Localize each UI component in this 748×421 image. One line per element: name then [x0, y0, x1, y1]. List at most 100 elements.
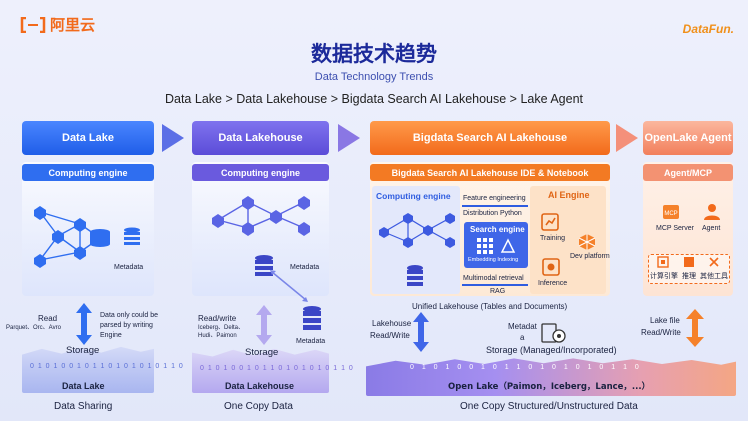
datafun-wordmark: DataFun. — [682, 22, 734, 36]
svg-text:MCP: MCP — [664, 211, 677, 217]
data-lakehouse-wave — [192, 348, 329, 393]
search-index-icon — [477, 238, 493, 254]
engine-label: Computing engine — [221, 167, 300, 178]
metadata-label: Metadata — [290, 264, 320, 271]
data-lake-header-label: Data Lake — [62, 132, 114, 144]
embedding-indexing-label: Embedding Indexing — [468, 257, 519, 263]
compute-graph-icon — [34, 206, 140, 268]
data-lakehouse-header: Data Lakehouse — [192, 121, 329, 155]
page-title: 数据技术趋势 — [311, 42, 437, 66]
inference-label: Inference — [538, 280, 568, 287]
database-icon — [407, 265, 423, 286]
data-lakehouse-label: Data Lakehouse — [225, 381, 295, 391]
one-copy-data-caption: One Copy Data — [224, 401, 293, 412]
distribution-python-label: Distribution Python — [463, 210, 522, 217]
rag-label: RAG — [490, 288, 506, 295]
compute-graph-icon — [212, 196, 310, 236]
unified-lakehouse-label: Unified Lakehouse (Tables and Documents) — [412, 302, 568, 311]
read-arrow-icon — [76, 303, 92, 345]
ai-lakehouse-header-label: Bigdata Search AI Lakehouse — [412, 132, 568, 144]
binary-stream: 0 1 0 1 0 0 1 0 1 1 0 1 0 1 0 1 0 1 1 0 — [200, 365, 354, 372]
binary-stream: 0 1 0 1 0 0 1 0 1 1 0 1 0 1 0 1 0 1 1 0 — [410, 364, 642, 371]
storage-label: Storage — [66, 345, 100, 356]
inference-tool-icon — [684, 257, 694, 267]
ide-notebook-label: Bigdata Search AI Lakehouse IDE & Notebo… — [391, 167, 589, 178]
training-icon — [541, 213, 559, 231]
ide-notebook-bar: Bigdata Search AI Lakehouse IDE & Notebo… — [370, 164, 610, 181]
read-label: Read — [38, 314, 58, 323]
agent-icon — [704, 204, 720, 220]
engine-note-3: Engine — [100, 332, 122, 339]
metadata-label-2: a — [520, 333, 525, 342]
arrow-right-icon — [616, 124, 638, 152]
lakehouse-rw-label-1: Lakehouse — [372, 319, 412, 328]
mcp-server-label: MCP Server — [656, 225, 694, 232]
other-tools-icon — [709, 257, 719, 267]
data-lake-wave — [22, 346, 154, 393]
dev-platform-label: Dev platform — [570, 253, 610, 260]
rw-formats-1: Iceberg、Delta、 — [198, 325, 245, 331]
open-lake-wave — [366, 358, 736, 396]
tool-compute-label: 计算引擎 — [650, 272, 678, 280]
data-lake-header: Data Lake — [22, 121, 154, 155]
one-copy-structured-caption: One Copy Structured/Unstructured Data — [460, 401, 638, 412]
arrow-right-icon — [338, 124, 360, 152]
engine-note-1: Data only could be — [100, 312, 158, 319]
storage-managed-label: Storage (Managed/Incorporated) — [486, 345, 617, 355]
rw-label: Read/write — [198, 314, 237, 323]
evolution-path: Data Lake > Data Lakehouse > Bigdata Sea… — [164, 92, 584, 106]
rw-arrow-icon — [256, 305, 272, 345]
computing-engine-title: Computing engine — [376, 191, 451, 201]
engine-label: Computing engine — [48, 167, 128, 178]
dev-platform-icon — [578, 234, 596, 250]
lakehouse-rw-label-2: Read/Write — [370, 331, 410, 340]
ai-lakehouse-header: Bigdata Search AI Lakehouse — [370, 121, 610, 155]
data-sharing-caption: Data Sharing — [54, 401, 113, 412]
inference-icon — [542, 258, 560, 276]
training-label: Training — [540, 235, 566, 242]
open-lake-label: Open Lake（Paimon，Iceberg，Lance，...） — [448, 382, 651, 392]
multimodal-label: Multimodal retrieval — [463, 275, 524, 282]
vector-icon — [500, 238, 516, 253]
feature-arrow — [462, 205, 528, 207]
read-formats: Parquet、Orc、Avro — [6, 325, 61, 331]
data-lakehouse-engine-bar: Computing engine — [192, 164, 329, 181]
data-lakehouse-header-label: Data Lakehouse — [218, 132, 303, 144]
arrow-right-icon — [162, 124, 184, 152]
search-engine-title: Search engine — [470, 225, 525, 234]
engine-note-2: parsed by writing — [100, 322, 153, 329]
alibaba-cloud-logo: 阿里云 — [20, 14, 95, 35]
data-lake-label: Data Lake — [62, 381, 105, 391]
database-icon — [255, 255, 273, 276]
metadata-label-1: Metadat — [508, 322, 537, 331]
alibaba-cloud-icon — [20, 16, 46, 33]
storage-label: Storage — [245, 347, 279, 358]
database-icon — [303, 306, 321, 330]
search-engine-box — [464, 222, 528, 268]
lake-file-rw-label: Read/Write — [641, 328, 681, 337]
lakehouse-rw-arrow-icon — [413, 312, 429, 352]
multimodal-arrow — [462, 284, 528, 286]
rw-formats-2: Hudi、Paimon — [198, 333, 237, 339]
metadata-label: Metadata — [114, 264, 144, 271]
agent-mcp-bar: Agent/MCP — [643, 164, 733, 181]
agent-label: Agent — [702, 225, 721, 232]
ai-engine-title: AI Engine — [548, 190, 590, 200]
lake-file-rw-arrow-icon — [686, 309, 704, 347]
page-subtitle: Data Technology Trends — [314, 71, 434, 83]
lake-file-label: Lake file — [650, 316, 680, 325]
datafun-logo: DataFun. — [683, 22, 734, 36]
tool-other-label: 其他工具 — [700, 272, 728, 280]
data-lake-engine-bar: Computing engine — [22, 164, 154, 181]
tool-inference-label: 推理 — [682, 272, 696, 280]
alibaba-cloud-wordmark: 阿里云 — [50, 17, 96, 34]
openlake-agent-header: OpenLake Agent — [643, 121, 733, 155]
agent-mcp-label: Agent/MCP — [664, 167, 712, 178]
metadata-label: Metadata — [296, 338, 326, 345]
feature-engineering-label: Feature engineering — [463, 195, 526, 202]
compute-engine-tool-icon — [657, 256, 669, 268]
mcp-server-icon: MCP — [663, 205, 679, 219]
binary-stream: 0 1 0 1 0 0 1 0 1 1 0 1 0 1 0 1 0 1 1 0 — [30, 363, 184, 370]
compute-graph-icon — [379, 213, 455, 248]
metadata-link-icon — [270, 270, 308, 302]
